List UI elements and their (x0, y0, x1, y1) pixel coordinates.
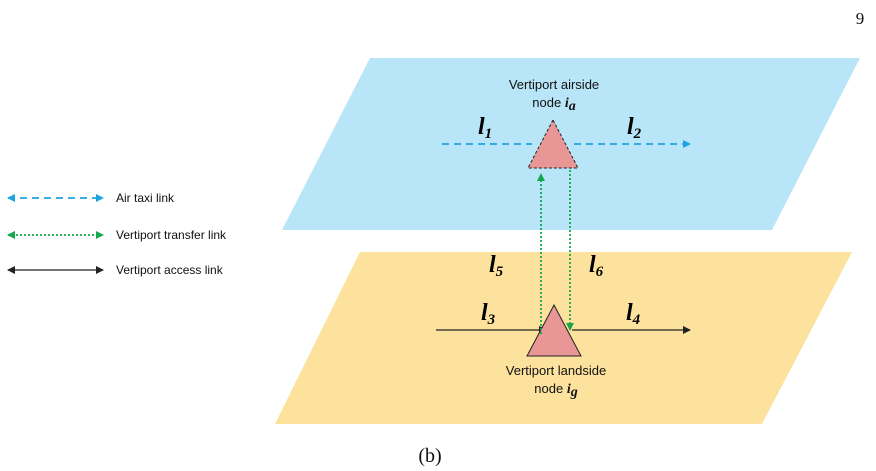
legend: Air taxi link Vertiport transfer link Ve… (7, 191, 227, 277)
link-l5-subscript: 5 (496, 264, 504, 280)
page-number: 9 (856, 9, 865, 28)
link-l2-symbol: l (627, 114, 634, 140)
landside-node-symbol: i (567, 382, 571, 397)
airside-node-symbol: i (565, 96, 569, 111)
legend-access-label: Vertiport access link (116, 263, 224, 277)
link-l1-symbol: l (478, 114, 485, 140)
landside-node-label-line1: Vertiport landside (506, 363, 606, 378)
landside-node-label-prefix: node (534, 381, 567, 396)
link-l4-subscript: 4 (632, 312, 641, 328)
link-label-l3: l3 (481, 300, 496, 328)
link-l5-symbol: l (489, 252, 496, 278)
link-l2-subscript: 2 (633, 126, 642, 142)
link-label-l2: l2 (627, 114, 642, 142)
landside-node-label-line2: node ig (534, 381, 577, 400)
link-label-l4: l4 (626, 300, 641, 328)
link-l3-symbol: l (481, 300, 488, 326)
figure-caption: (b) (418, 445, 441, 467)
legend-air-taxi-label: Air taxi link (116, 191, 175, 205)
link-label-l1: l1 (478, 114, 492, 142)
link-l3-subscript: 3 (487, 312, 496, 328)
link-label-l5: l5 (489, 252, 504, 280)
link-label-l6: l6 (589, 252, 604, 280)
landside-node-subscript: g (570, 385, 578, 400)
link-l1-subscript: 1 (485, 126, 493, 142)
link-l6-subscript: 6 (596, 264, 604, 280)
airside-node-label-line2: node ia (532, 95, 575, 114)
airside-plane (282, 58, 860, 230)
airside-node-label-prefix: node (532, 95, 565, 110)
link-l4-symbol: l (626, 300, 633, 326)
airside-node-triangle (527, 118, 579, 169)
link-l6-symbol: l (589, 252, 596, 278)
legend-transfer-label: Vertiport transfer link (116, 228, 227, 242)
airside-node-subscript: a (569, 99, 576, 114)
airside-node-label-line1: Vertiport airside (509, 77, 599, 92)
